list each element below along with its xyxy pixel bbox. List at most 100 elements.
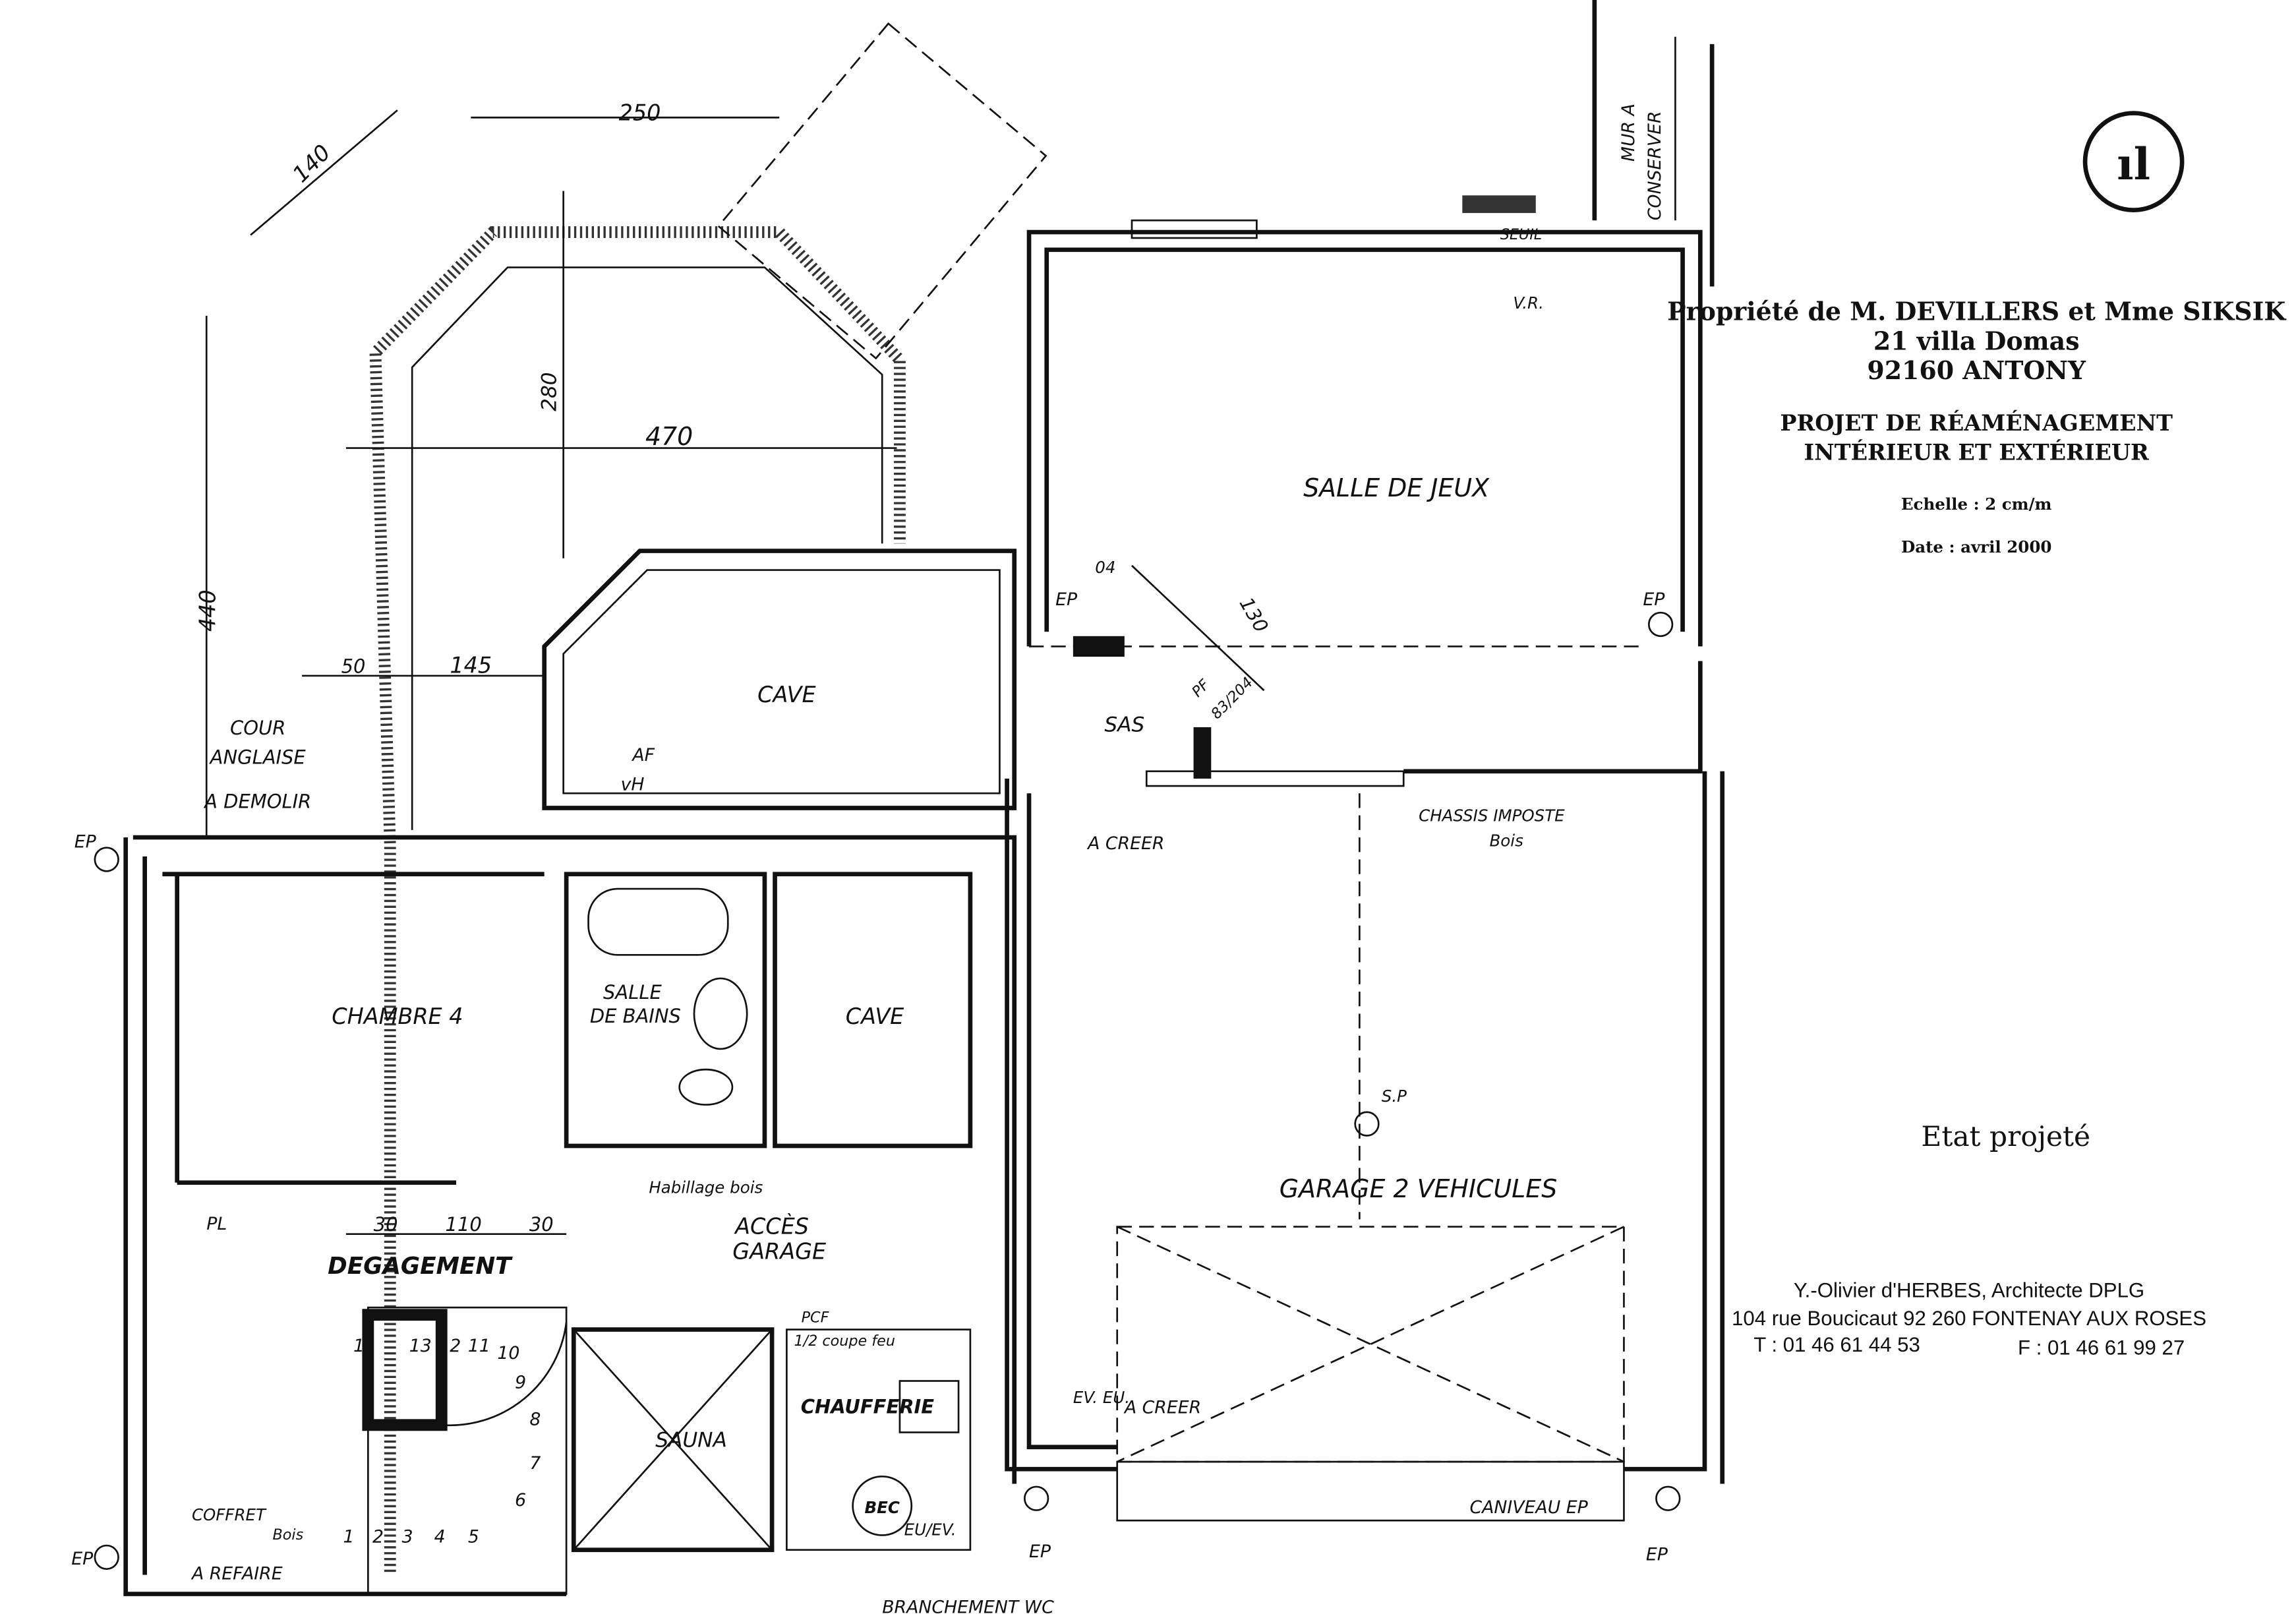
architect-phone: T : 01 46 61 44 53: [1753, 1333, 1920, 1356]
stair-step: 7: [529, 1453, 541, 1474]
project-line-2: INTÉRIEUR ET EXTÉRIEUR: [1804, 438, 2149, 465]
state-label: Etat projeté: [1921, 1120, 2090, 1152]
room-sas: SAS: [1104, 713, 1144, 737]
habillage-label: Habillage bois: [649, 1178, 763, 1197]
stair-step: 8: [529, 1409, 541, 1429]
scale-text: Echelle : 2 cm/m: [1901, 494, 2052, 514]
dim-140: 140: [287, 140, 336, 188]
salle-de-bains-walls: [564, 872, 767, 1149]
svg-text:ıl: ıl: [2117, 138, 2150, 190]
stair-step: 10: [497, 1343, 519, 1363]
owner-line: Propriété de M. DEVILLERS et Mme SIKSIK: [1667, 297, 2287, 326]
ep-label-5: EP: [1643, 589, 1665, 610]
ep-label-1: EP: [74, 832, 97, 853]
cave-mid-walls: [773, 872, 973, 1149]
room-degagement: DEGAGEMENT: [328, 1253, 513, 1280]
ev-eu-label: EV. EU.: [1073, 1388, 1130, 1407]
a-creer-label-2: A CREER: [1123, 1398, 1201, 1418]
ep-label-3: EP: [1029, 1541, 1051, 1562]
ep-markers: [94, 611, 1681, 1571]
stair-step: 1: [353, 1336, 365, 1356]
bec-label: BEC: [865, 1498, 900, 1517]
a-refaire-label: A REFAIRE: [191, 1563, 283, 1584]
project-line-1: PROJET DE RÉAMÉNAGEMENT: [1780, 409, 2173, 436]
room-salle-de-jeux: SALLE DE JEUX: [1303, 473, 1490, 502]
coffret-label: COFFRET: [192, 1505, 267, 1524]
architect-address: 104 rue Boucicaut 92 260 FONTENAY AUX RO…: [1732, 1307, 2206, 1330]
logo: ıl: [2082, 111, 2185, 212]
toilet: [678, 1068, 734, 1106]
stair-steps: 1 13 12 11 10 9 8 7 6 5 4 3 2 1: [343, 1336, 541, 1547]
pl-label: PL: [206, 1214, 227, 1234]
room-acces-2: GARAGE: [732, 1239, 827, 1265]
staircase: [367, 1306, 568, 1595]
pcf-label: PCF: [802, 1309, 830, 1326]
stair-step: 2: [372, 1527, 384, 1547]
dim-130: 130: [1235, 593, 1273, 636]
ep-label-4: EP: [1646, 1544, 1668, 1565]
af-label: AF: [631, 745, 655, 765]
pf-label: PF: [1189, 676, 1214, 701]
seuil-block: [1462, 195, 1536, 214]
stair-step: 12: [438, 1336, 461, 1356]
vh-label: vH: [621, 775, 645, 795]
chassis-label: CHASSIS IMPOSTE: [1419, 806, 1565, 825]
room-chaufferie: CHAUFFERIE: [801, 1396, 934, 1418]
a-creer-label-1: A CREER: [1086, 833, 1164, 854]
dim-440: 440: [195, 589, 221, 632]
room-garage: GARAGE 2 VEHICULES: [1280, 1174, 1558, 1203]
sp-label: S.P: [1382, 1087, 1407, 1106]
garage-wing-walls: [1005, 0, 1725, 1522]
coupe-feu-label: 1/2 coupe feu: [794, 1332, 895, 1350]
room-chambre-4: CHAMBRE 4: [332, 1003, 463, 1029]
ep-label-6: EP: [1055, 589, 1078, 610]
address-line: 21 villa Domas: [1873, 326, 2080, 355]
dim-30-left: 30: [374, 1213, 398, 1236]
dim-470: 470: [645, 422, 693, 451]
dim-110: 110: [446, 1213, 482, 1236]
room-sauna: SAUNA: [655, 1429, 727, 1452]
cour-label-1: COUR: [230, 717, 285, 739]
stair-step: 4: [434, 1527, 446, 1547]
chassis-imposte: [1145, 770, 1405, 787]
mur-label: MUR A: [1618, 104, 1639, 162]
conserver-label: CONSERVER: [1645, 111, 1665, 220]
vehicle-zone: [1116, 1226, 1625, 1463]
chaufferie-walls: [786, 1329, 972, 1551]
dim-50: 50: [341, 655, 366, 678]
eu-ev-label: EU/EV.: [904, 1520, 957, 1539]
coffret-bois-label: Bois: [273, 1526, 304, 1543]
sink: [693, 977, 748, 1050]
dim-30-right: 30: [529, 1213, 554, 1236]
dim-250: 250: [619, 100, 661, 126]
caniveau-label: CANIVEAU EP: [1469, 1497, 1588, 1518]
dim-280: 280: [538, 372, 562, 411]
left-wing-walls: [123, 835, 1017, 1596]
cour-label-2: ANGLAISE: [209, 746, 307, 769]
room-acces-1: ACCÈS: [734, 1213, 809, 1240]
sauna-walls: [571, 1327, 775, 1553]
cave-top-walls: [542, 549, 1017, 810]
seuil-label: SEUIL: [1500, 226, 1542, 243]
dim-04: 04: [1095, 558, 1115, 577]
dim-83-204: 83/204: [1208, 674, 1256, 723]
stair-step: 11: [468, 1336, 490, 1356]
branchement-label: BRANCHEMENT WC: [882, 1598, 1054, 1616]
bathtub: [587, 887, 729, 956]
room-cave-mid: CAVE: [846, 1003, 904, 1029]
room-cave-top: CAVE: [757, 682, 816, 707]
stair-step: 13: [409, 1336, 432, 1356]
date-text: Date : avril 2000: [1901, 537, 2051, 556]
stair-step: 3: [402, 1527, 413, 1547]
dim-145: 145: [450, 653, 492, 678]
stair-step: 9: [515, 1373, 526, 1393]
architect-fax: F : 01 46 61 99 27: [2018, 1336, 2185, 1359]
window: [1131, 219, 1258, 239]
stair-step: 6: [515, 1490, 526, 1511]
ep-label-2: EP: [71, 1549, 94, 1569]
stair-step: 5: [468, 1527, 479, 1547]
octagonal-court: [369, 22, 1047, 1572]
cour-label-3: A DEMOLIR: [203, 790, 311, 812]
